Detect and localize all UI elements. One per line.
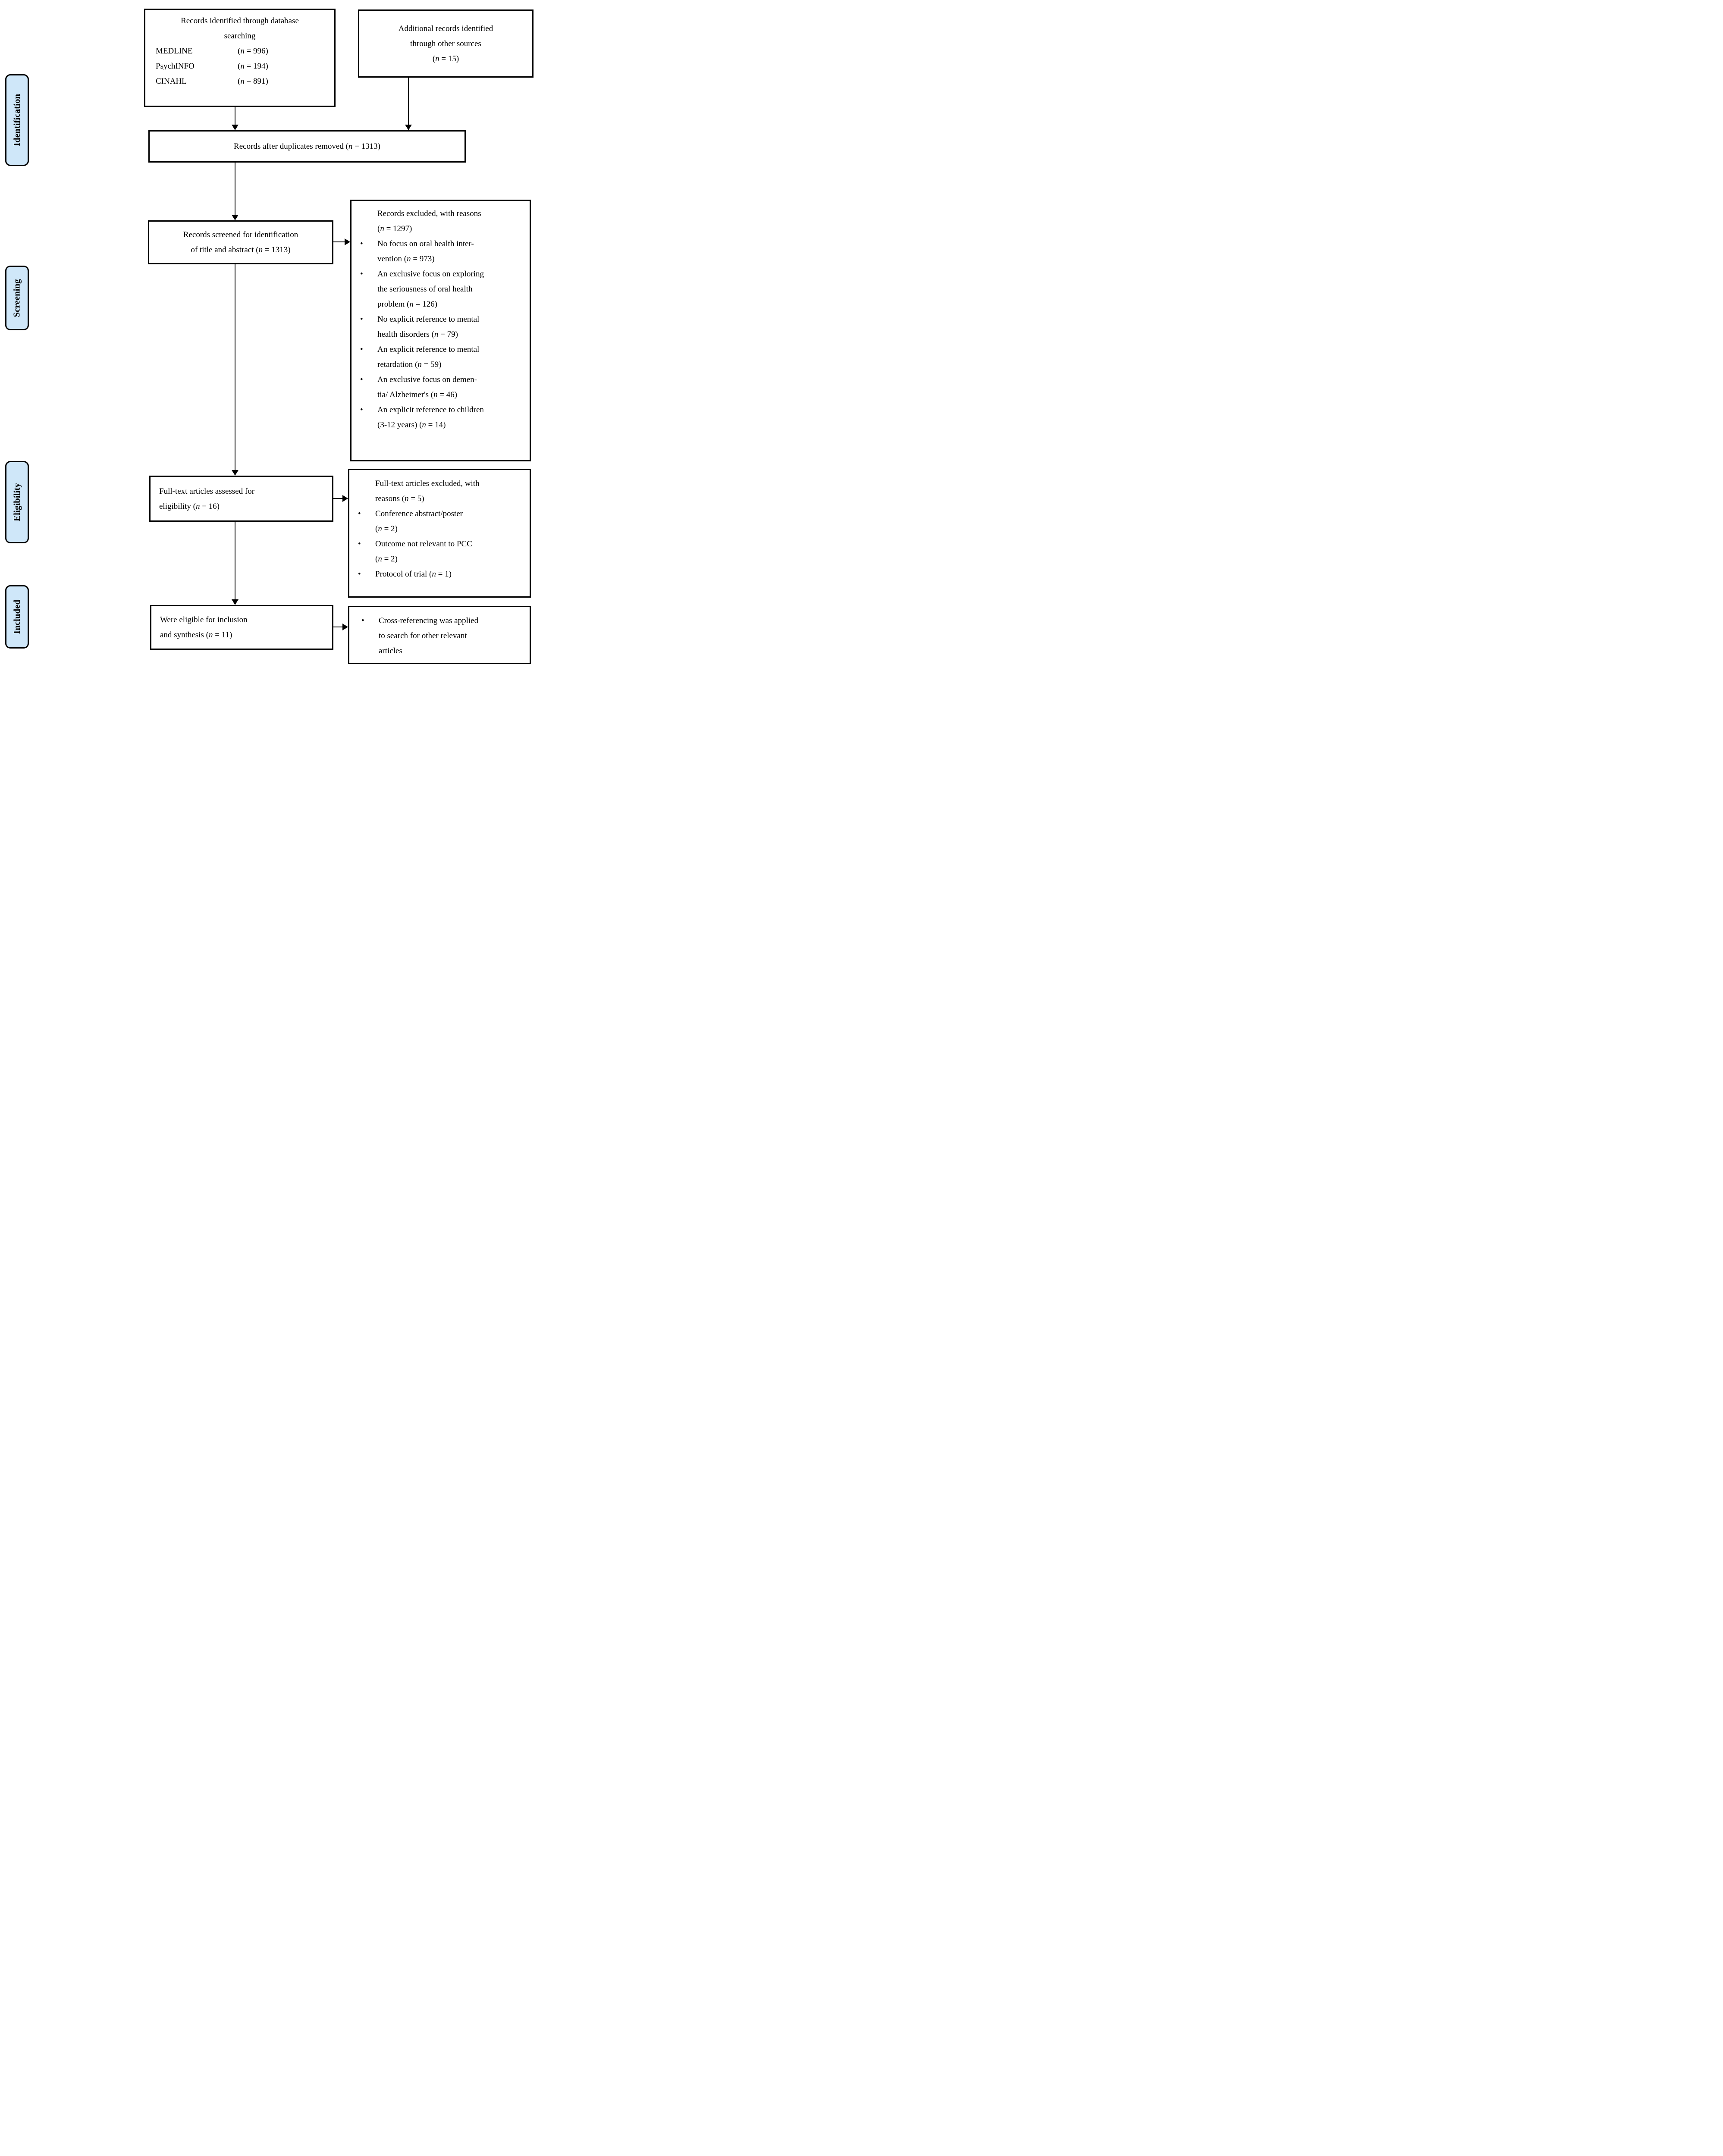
excluded-reason-text: An exclusive focus on exploring the seri… [377, 270, 484, 309]
box-fulltext-assessed-text: Full-text articles assessed for eligibil… [159, 486, 255, 511]
db-source: CINAHL [156, 77, 187, 86]
box-records-identified-title: Records identified through database sear… [181, 16, 299, 41]
arrow-additional-to-dedup-head [405, 125, 412, 130]
bullet-icon: • [358, 570, 361, 579]
excluded-reason-text: No explicit reference to mental health d… [377, 315, 480, 339]
bullet-icon: • [360, 270, 363, 279]
bullet-icon: • [360, 405, 363, 414]
excluded-reason-item: • An explicit reference to children (3-1… [360, 402, 524, 432]
stage-label-identification-text: Identification [12, 94, 22, 147]
crossref-bullet-list: • Cross-referencing was applied to searc… [361, 613, 524, 658]
excluded-reason-text: An exclusive focus on demen- tia/ Alzhei… [377, 375, 477, 399]
arrow-fulltext-to-ftexcluded-line [333, 498, 342, 499]
excluded-reason-text: An explicit reference to mental retardat… [377, 345, 480, 369]
ft-excluded-reason-text: Conference abstract/poster (n = 2) [375, 509, 463, 533]
db-source: PsychINFO [156, 62, 195, 71]
arrow-screened-to-excluded-line [333, 241, 345, 242]
excluded-reason-item: • No focus on oral health inter- vention… [360, 236, 524, 266]
box-records-excluded: Records excluded, with reasons (n = 1297… [350, 200, 531, 461]
box-records-screened: Records screened for identification of t… [148, 220, 333, 264]
crossref-item: • Cross-referencing was applied to searc… [361, 613, 524, 658]
box-additional-records-text: Additional records identified through ot… [398, 24, 493, 63]
box-fulltext-assessed: Full-text articles assessed for eligibil… [149, 476, 333, 522]
arrow-screened-to-fulltext-head [232, 470, 239, 476]
excluded-reason-item: • No explicit reference to mental health… [360, 312, 524, 342]
arrow-eligible-to-crossref-head [342, 624, 348, 630]
box-additional-records: Additional records identified through ot… [358, 9, 534, 78]
db-row-cinahl: CINAHL (n = 891) [145, 74, 334, 89]
arrow-identified-to-dedup-head [232, 125, 239, 130]
box-fulltext-excluded: Full-text articles excluded, with reason… [348, 469, 531, 598]
stage-label-eligibility-text: Eligibility [12, 483, 22, 521]
box-duplicates-removed-text: Records after duplicates removed (n = 13… [234, 142, 380, 151]
ft-excluded-reason-item: • Protocol of trial (n = 1) [358, 567, 524, 582]
box-duplicates-removed: Records after duplicates removed (n = 13… [148, 130, 466, 163]
db-source: MEDLINE [156, 47, 193, 56]
db-count: (n = 996) [238, 47, 268, 56]
box-fulltext-excluded-title: Full-text articles excluded, with reason… [375, 479, 480, 503]
arrow-additional-to-dedup-line [408, 78, 409, 125]
crossref-text: Cross-referencing was applied to search … [379, 616, 479, 655]
db-count: (n = 194) [238, 62, 268, 71]
bullet-icon: • [361, 616, 364, 625]
excluded-reason-item: • An explicit reference to mental retard… [360, 342, 524, 372]
stage-label-eligibility: Eligibility [5, 461, 29, 543]
records-excluded-bullet-list: • No focus on oral health inter- vention… [360, 236, 524, 432]
stage-label-screening-text: Screening [12, 279, 22, 317]
box-records-screened-text: Records screened for identification of t… [183, 230, 298, 254]
ft-excluded-reason-item: • Outcome not relevant to PCC (n = 2) [358, 536, 524, 567]
excluded-reason-text: An explicit reference to children (3-12 … [377, 405, 484, 429]
arrow-screened-to-excluded-head [345, 238, 350, 245]
box-records-identified: Records identified through database sear… [144, 9, 336, 107]
stage-label-included: Included [5, 585, 29, 649]
box-records-excluded-title: Records excluded, with reasons (n = 1297… [377, 209, 481, 233]
arrow-dedup-to-screened-head [232, 215, 239, 220]
db-count: (n = 891) [238, 77, 268, 86]
box-cross-referencing: • Cross-referencing was applied to searc… [348, 606, 531, 664]
arrow-fulltext-to-ftexcluded-head [342, 495, 348, 502]
ft-excluded-reason-text: Outcome not relevant to PCC (n = 2) [375, 539, 472, 564]
box-eligible-included-text: Were eligible for inclusion and synthesi… [160, 615, 248, 639]
bullet-icon: • [360, 315, 363, 324]
ft-excluded-reason-text: Protocol of trial (n = 1) [375, 570, 452, 579]
arrow-fulltext-to-eligible-head [232, 599, 239, 605]
db-row-medline: MEDLINE (n = 996) [145, 44, 334, 59]
stage-label-screening: Screening [5, 266, 29, 330]
excluded-reason-text: No focus on oral health inter- vention (… [377, 239, 474, 263]
excluded-reason-item: • An exclusive focus on exploring the se… [360, 266, 524, 312]
bullet-icon: • [360, 375, 363, 384]
excluded-reason-item: • An exclusive focus on demen- tia/ Alzh… [360, 372, 524, 402]
bullet-icon: • [358, 509, 361, 518]
ft-excluded-reason-item: • Conference abstract/poster (n = 2) [358, 506, 524, 536]
bullet-icon: • [360, 345, 363, 354]
bullet-icon: • [360, 239, 363, 248]
bullet-icon: • [358, 539, 361, 548]
prisma-flow-diagram: Identification Screening Eligibility Inc… [0, 0, 535, 677]
stage-label-identification: Identification [5, 74, 29, 166]
db-row-psychinfo: PsychINFO (n = 194) [145, 59, 334, 74]
fulltext-excluded-bullet-list: • Conference abstract/poster (n = 2) • O… [358, 506, 524, 582]
stage-label-included-text: Included [12, 599, 22, 634]
box-eligible-included: Were eligible for inclusion and synthesi… [150, 605, 333, 650]
